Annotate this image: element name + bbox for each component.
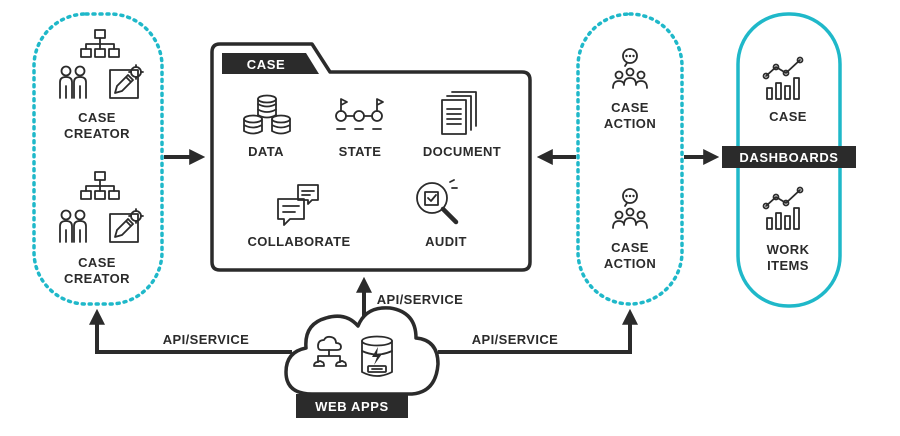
case-creator-2: CASE CREATOR: [59, 171, 144, 286]
database-icon: [243, 94, 291, 135]
case-action-1-line2: ACTION: [604, 116, 656, 131]
arrow-webapps-to-creator: [89, 308, 292, 354]
connector-arrows: [89, 149, 720, 354]
document-stack-icon: [441, 91, 477, 135]
dashboards-panel: CASE WORK ITEMS DASHBOARDS: [722, 12, 856, 308]
case-creator-2-line2: CREATOR: [64, 271, 130, 286]
web-apps-label: WEB APPS: [315, 399, 389, 414]
case-tab-label: CASE: [247, 57, 286, 72]
api-service-center-label: API/SERVICE: [377, 292, 464, 307]
edit-settings-icon: [109, 64, 144, 99]
people-icon: [59, 209, 87, 243]
case-folder: CASE DATA STATE: [210, 42, 532, 272]
case-action-2-line1: CASE: [611, 240, 649, 255]
dashboard-work-items-line1: WORK: [767, 242, 810, 257]
case-creator-panel: CASE CREATOR: [32, 12, 164, 306]
case-action-1: CASE ACTION: [604, 48, 656, 131]
case-creator-1-line1: CASE: [78, 110, 116, 125]
org-chart-icon: [80, 171, 120, 200]
web-apps-cloud: WEB APPS: [284, 306, 440, 418]
chat-bubbles-icon: [277, 184, 319, 226]
bar-trend-chart-icon: [762, 56, 804, 100]
people-icon: [59, 65, 87, 99]
case-action-panel-border: [576, 12, 684, 306]
case-tab: [222, 53, 319, 74]
case-action-2-line2: ACTION: [604, 256, 656, 271]
case-item-data: DATA: [248, 144, 284, 159]
org-chart-icon: [80, 29, 120, 58]
dashboard-work-items: WORK ITEMS: [762, 186, 810, 273]
case-creator-2-line1: CASE: [78, 255, 116, 270]
case-item-collaborate: COLLABORATE: [247, 234, 350, 249]
bar-trend-chart-icon: [762, 186, 804, 230]
web-apps-label-bar: [296, 394, 408, 418]
group-chat-icon: [612, 188, 648, 229]
group-chat-icon: [612, 48, 648, 89]
state-flow-icon: [335, 98, 384, 130]
case-item-document: DOCUMENT: [423, 144, 501, 159]
dashboards-label-bar: [722, 146, 856, 168]
case-creator-1-line2: CREATOR: [64, 126, 130, 141]
api-service-right-label: API/SERVICE: [472, 332, 559, 347]
case-action-panel: CASE ACTION CASE ACTION: [576, 12, 684, 306]
database-power-icon: [361, 335, 393, 377]
dashboard-case-line1: CASE: [769, 109, 807, 124]
cloud-network-icon: [313, 335, 347, 367]
case-action-2: CASE ACTION: [604, 188, 656, 271]
arrow-webapps-to-action: [438, 308, 638, 354]
case-action-1-line1: CASE: [611, 100, 649, 115]
edit-settings-icon: [109, 208, 144, 243]
case-creator-1: CASE CREATOR: [59, 29, 144, 141]
audit-magnifier-icon: [416, 179, 459, 225]
case-creator-panel-border: [32, 12, 164, 306]
dashboard-work-items-line2: ITEMS: [767, 258, 809, 273]
case-item-state: STATE: [339, 144, 382, 159]
api-service-left-label: API/SERVICE: [163, 332, 250, 347]
dashboards-label: DASHBOARDS: [739, 150, 838, 165]
dashboard-case: CASE: [762, 56, 807, 124]
case-item-audit: AUDIT: [425, 234, 467, 249]
